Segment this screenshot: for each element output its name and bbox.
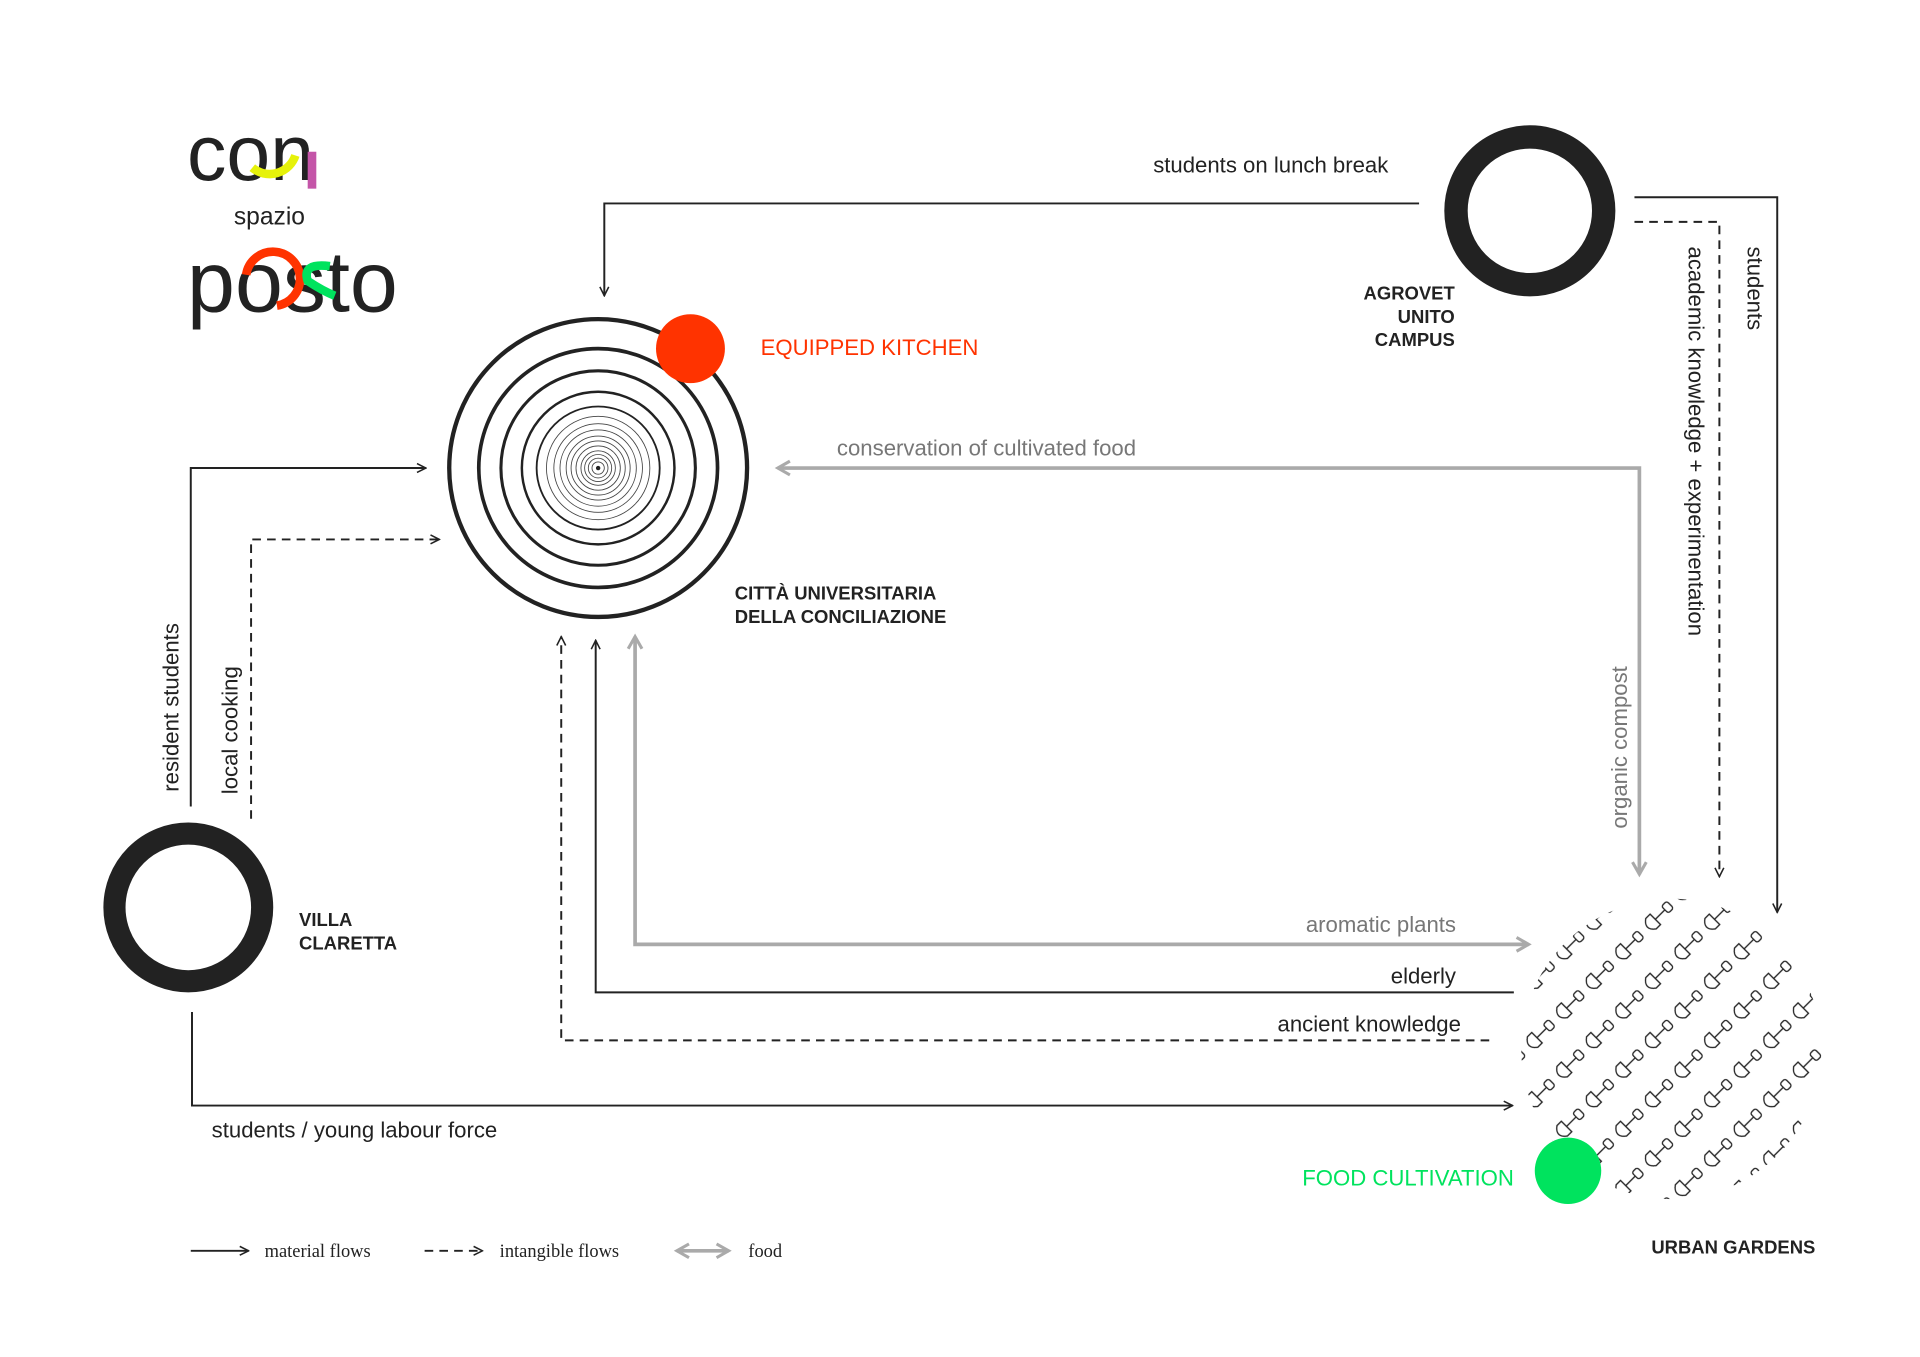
agrovet-ring bbox=[1444, 125, 1616, 297]
citta-label-1: CITTÀ UNIVERSITARIA bbox=[735, 583, 937, 604]
flow-resident-students bbox=[189, 468, 426, 807]
flow-local-cooking bbox=[250, 539, 439, 819]
logo-yellow-arc bbox=[249, 153, 300, 179]
flow-lunch-break bbox=[604, 202, 1420, 295]
flow-elderly bbox=[596, 640, 1514, 994]
flow-lunch-label: students on lunch break bbox=[1153, 153, 1389, 178]
flow-aromatic-plants bbox=[626, 633, 1532, 953]
legend-material-label: material flows bbox=[265, 1241, 371, 1261]
flow-conservation-compost bbox=[774, 459, 1648, 878]
logo-green-s bbox=[302, 261, 337, 300]
flow-academic bbox=[1634, 220, 1719, 877]
flow-local-cooking-label: local cooking bbox=[218, 666, 243, 794]
legend-intangible-label: intangible flows bbox=[500, 1241, 619, 1261]
agrovet-label-1: AGROVET bbox=[1364, 282, 1456, 303]
logo-spazio: spazio bbox=[234, 203, 305, 230]
flow-labour-label: students / young labour force bbox=[212, 1118, 498, 1143]
citta-universitaria-node bbox=[447, 316, 750, 620]
flow-ancient-knowledge bbox=[561, 637, 1490, 1042]
kitchen-dot bbox=[656, 314, 725, 384]
flow-labour-force bbox=[191, 1012, 1513, 1106]
flow-students-label: students bbox=[1743, 247, 1768, 331]
flow-elderly-label: elderly bbox=[1391, 964, 1457, 989]
citta-label-2: DELLA CONCILIAZIONE bbox=[735, 606, 947, 627]
logo-magenta-bar bbox=[307, 151, 317, 189]
flow-compost-label: organic compost bbox=[1607, 666, 1632, 828]
villa-label-1: VILLA bbox=[299, 909, 352, 930]
villa-ring bbox=[103, 822, 274, 993]
legend: material flows intangible flows food bbox=[190, 1241, 782, 1261]
villa-label-2: CLARETTA bbox=[299, 932, 397, 953]
agrovet-label-2: UNITO bbox=[1398, 306, 1455, 327]
flow-conservation-label: conservation of cultivated food bbox=[837, 436, 1136, 461]
urban-gardens-label: URBAN GARDENS bbox=[1651, 1236, 1815, 1257]
kitchen-label: EQUIPPED KITCHEN bbox=[761, 335, 979, 360]
logo-red-arc bbox=[241, 247, 305, 310]
logo: con spazio posto bbox=[187, 109, 398, 331]
cultivation-label: FOOD CULTIVATION bbox=[1302, 1166, 1514, 1191]
flow-ancient-label: ancient knowledge bbox=[1278, 1012, 1461, 1037]
agrovet-label-3: CAMPUS bbox=[1375, 329, 1455, 350]
flow-aromatic-label: aromatic plants bbox=[1306, 912, 1456, 937]
cultivation-dot bbox=[1534, 1137, 1602, 1205]
legend-food-label: food bbox=[748, 1241, 782, 1261]
logo-posto: posto bbox=[187, 235, 398, 331]
flow-resident-label: resident students bbox=[158, 623, 183, 792]
flow-students bbox=[1634, 196, 1777, 912]
logo-con: con bbox=[187, 109, 314, 197]
flow-academic-label: academic knowledge + experimentation bbox=[1684, 247, 1709, 637]
